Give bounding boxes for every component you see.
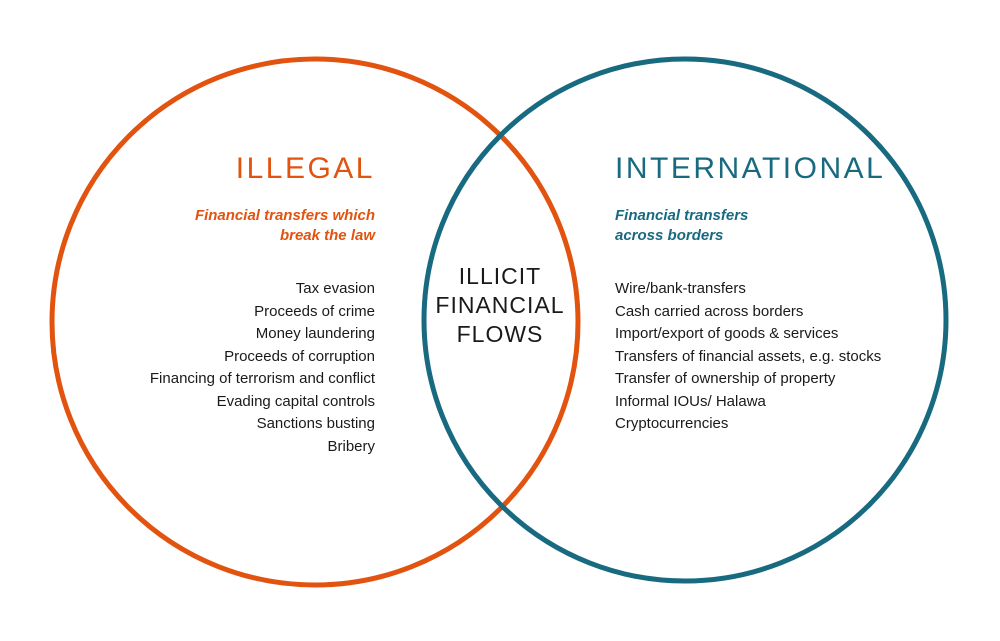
- list-item: Proceeds of corruption: [224, 347, 375, 365]
- intersection-label-line: ILLICIT: [458, 263, 542, 289]
- illegal-circle-outline: [49, 56, 581, 588]
- list-item: Import/export of goods & services: [615, 325, 839, 342]
- list-item: Sanctions busting: [256, 415, 375, 432]
- international-circle-outline: [421, 56, 949, 584]
- list-item: Proceeds of crime: [254, 302, 375, 320]
- international-title: INTERNATIONAL: [615, 152, 886, 185]
- list-item: Wire/bank-transfers: [615, 280, 746, 297]
- list-item: Evading capital controls: [216, 392, 375, 410]
- list-item: Money laundering: [255, 325, 375, 342]
- list-item: Informal IOUs/ Halawa: [615, 392, 766, 410]
- list-item: Financing of terrorism and conflict: [149, 370, 375, 387]
- international-section: INTERNATIONAL Financial transfers across…: [615, 152, 950, 436]
- list-item: Transfers of financial assets, e.g. stoc…: [615, 347, 882, 365]
- illegal-section: ILLEGAL Financial transfers which break …: [75, 152, 375, 458]
- illegal-title: ILLEGAL: [235, 152, 375, 185]
- international-subtitle: Financial transfers across borders: [615, 206, 950, 246]
- intersection-label-line: FLOWS: [456, 321, 544, 347]
- list-item: Transfer of ownership of property: [615, 370, 836, 387]
- list-item: Cash carried across borders: [615, 302, 804, 320]
- illegal-subtitle-line: Financial transfers which: [194, 207, 375, 224]
- illegal-subtitle: Financial transfers which break the law: [75, 206, 375, 246]
- list-item: Tax evasion: [295, 280, 375, 297]
- list-item: Cryptocurrencies: [615, 415, 729, 432]
- intersection-label-line: FINANCIAL: [435, 292, 565, 318]
- illegal-list: Tax evasion Proceeds of crime Money laun…: [75, 278, 375, 458]
- international-subtitle-line: Financial transfers: [615, 207, 749, 224]
- list-item: Bribery: [327, 437, 375, 455]
- international-subtitle-line: across borders: [615, 227, 724, 244]
- illegal-subtitle-line: break the law: [279, 227, 375, 244]
- intersection-label: ILLICIT FINANCIAL FLOWS: [425, 262, 575, 349]
- international-list: Wire/bank-transfers Cash carried across …: [615, 278, 950, 436]
